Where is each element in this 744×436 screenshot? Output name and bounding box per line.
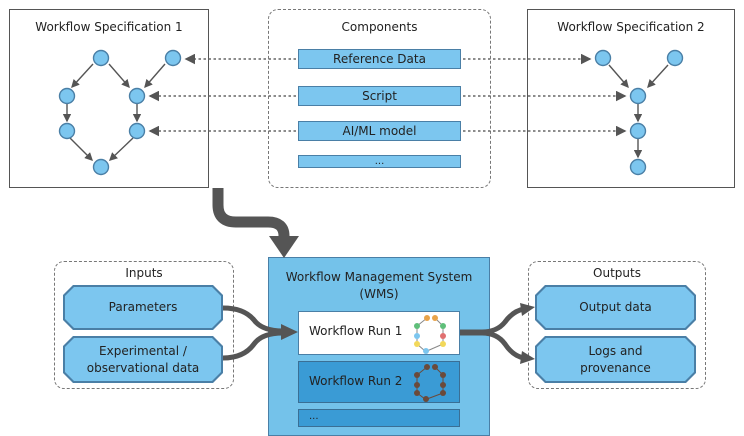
output-logs-line2: provenance — [580, 360, 651, 375]
workflow-spec-2-title: Workflow Specification 2 — [557, 20, 705, 34]
outputs-title: Outputs — [593, 266, 641, 280]
input-experimental-data: Experimental / observational data — [63, 336, 223, 383]
input-parameters: Parameters — [63, 285, 223, 330]
output-logs-line1: Logs and — [588, 343, 643, 358]
workflow-spec-1-title: Workflow Specification 1 — [35, 20, 183, 34]
workflow-spec-1-box — [9, 9, 209, 188]
output-logs-provenance: Logs and provenance — [535, 336, 696, 383]
inputs-title: Inputs — [125, 266, 163, 280]
workflow-spec-2-box — [527, 9, 735, 188]
input-experimental-line2: observational data — [86, 360, 200, 375]
component-more: ... — [298, 155, 461, 168]
workflow-run-2: Workflow Run 2 — [298, 361, 460, 403]
components-title: Components — [341, 20, 418, 34]
spec-to-wms-arrow — [212, 188, 290, 238]
workflow-run-more-label: ... — [309, 411, 319, 422]
output-data: Output data — [535, 285, 696, 330]
wms-title-line2: (WMS) — [359, 287, 399, 301]
wms-title-line1: Workflow Management System — [285, 270, 473, 284]
workflow-run-1-label: Workflow Run 1 — [309, 324, 403, 338]
input-experimental-line1: Experimental / — [99, 343, 187, 358]
component-ai-ml-model: AI/ML model — [298, 121, 461, 141]
workflow-run-more: ... — [298, 409, 460, 427]
component-script: Script — [298, 86, 461, 106]
workflow-run-2-graph-icon — [414, 364, 446, 402]
workflow-run-2-label: Workflow Run 2 — [309, 374, 403, 388]
component-reference-data: Reference Data — [298, 49, 461, 69]
workflow-run-1: Workflow Run 1 — [298, 311, 460, 355]
workflow-run-1-graph-icon — [414, 315, 446, 354]
